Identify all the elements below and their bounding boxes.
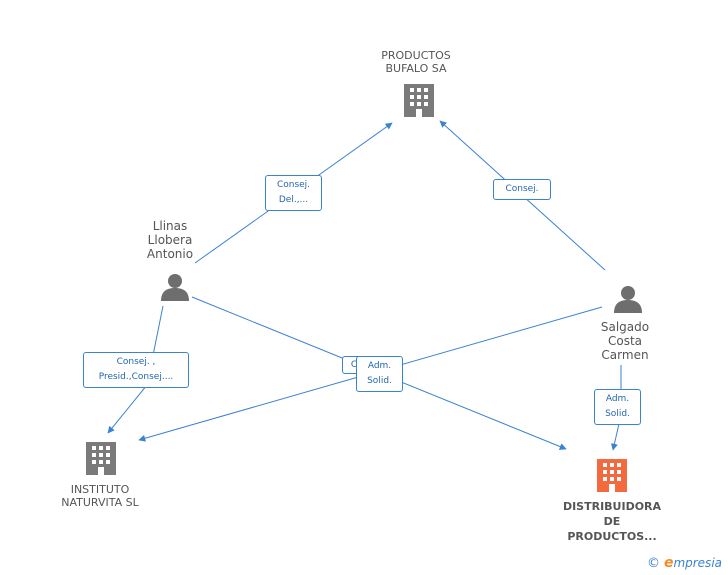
building-icon[interactable] <box>86 442 116 475</box>
node-label-distribuidora[interactable]: DISTRIBUIDORA DE PRODUCTOS... <box>562 500 662 543</box>
node-label-llinas[interactable]: Llinas Llobera Antonio <box>146 219 194 261</box>
building-icon[interactable] <box>404 84 434 117</box>
building-icon-highlighted[interactable] <box>597 459 627 492</box>
node-label-productos-bufalo[interactable]: PRODUCTOS BUFALO SA <box>381 49 451 75</box>
node-label-salgado[interactable]: Salgado Costa Carmen <box>600 320 650 362</box>
person-icon[interactable] <box>161 274 189 301</box>
brand-logo-e: e <box>663 555 674 571</box>
edge-label-salgado-bufalo[interactable]: Consej. <box>493 179 551 200</box>
brand-name: mpresia <box>673 556 722 570</box>
footer-brand: ©empresia <box>647 555 722 571</box>
node-label-instituto[interactable]: INSTITUTO NATURVITA SL <box>61 483 139 509</box>
edge-label-llinas-instituto[interactable]: Consej. , Presid.,Consej.... <box>83 352 189 388</box>
copyright-icon: © <box>646 556 660 571</box>
edge-label-llinas-bufalo[interactable]: Consej. Del.,... <box>265 175 322 211</box>
person-icon[interactable] <box>614 286 642 313</box>
edge-label-salgado-distribuidora[interactable]: Adm. Solid. <box>594 389 641 425</box>
edge-label-salgado-instituto[interactable]: Adm. Solid. <box>356 356 403 392</box>
